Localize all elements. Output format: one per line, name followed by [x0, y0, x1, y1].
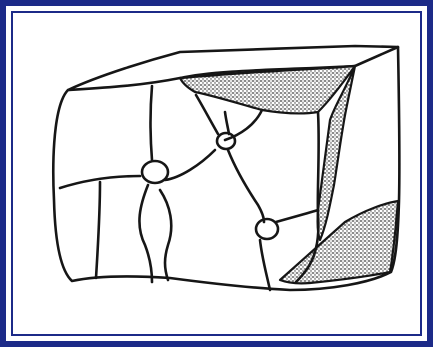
- grain-boundary-upper-middle: [151, 86, 153, 160]
- pore-left: [142, 161, 168, 183]
- grain-boundary-lower-left-a: [139, 185, 152, 282]
- top-grain-boundary-shading: [180, 66, 355, 113]
- grain-boundary-right-center: [228, 150, 264, 222]
- outer-frame-border: [3, 3, 430, 344]
- grain-boundary-lower-right: [260, 240, 270, 290]
- inner-frame-border: [12, 12, 421, 335]
- grain-boundary-lower-far-left: [96, 182, 100, 278]
- pore-right: [256, 219, 278, 239]
- grain-boundary-diagonal: [196, 95, 218, 134]
- grain-boundary-center: [165, 150, 215, 180]
- side-grain-boundary-shading: [280, 201, 398, 283]
- grain-boundary-lower-left-b: [160, 190, 171, 280]
- frame-gap: [9, 9, 424, 338]
- grain-boundary-right: [276, 210, 318, 222]
- grain-boundary-top-node: [225, 112, 229, 134]
- top-right-corner-edge: [355, 47, 398, 66]
